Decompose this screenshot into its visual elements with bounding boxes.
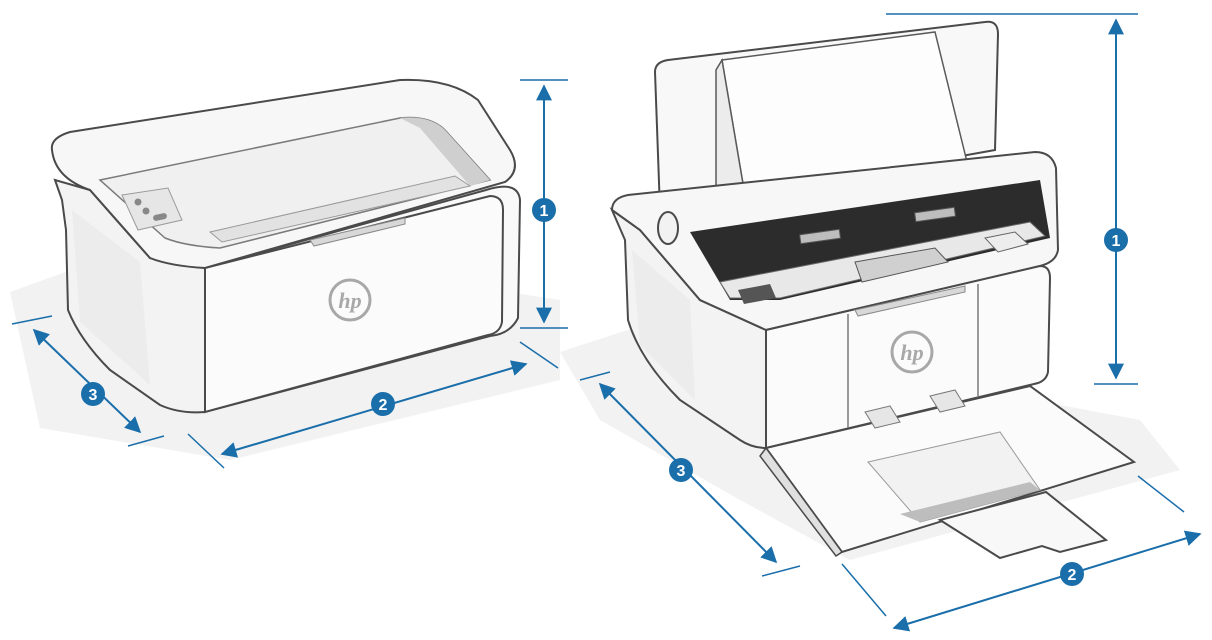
svg-text:hp: hp (900, 340, 923, 365)
printer-side-panel (632, 250, 695, 400)
output-tray-slot (208, 175, 472, 243)
svg-text:3: 3 (677, 463, 686, 480)
cover-hinge (657, 211, 679, 245)
power-button (134, 198, 142, 206)
hp-logo: hp (328, 278, 372, 322)
callout-3-open: 3 (669, 458, 693, 482)
input-tray-paper-shade (900, 482, 1040, 522)
svg-text:3: 3 (89, 387, 98, 404)
callout-2-closed: 2 (371, 392, 395, 416)
cartridge-tab (738, 284, 776, 304)
dimension-depth-closed (11, 315, 165, 447)
callout-2-open: 2 (1060, 562, 1084, 586)
callout-3-closed: 3 (81, 382, 105, 406)
svg-text:1: 1 (540, 203, 549, 220)
paper-guide-left (864, 405, 901, 429)
handle-slot (309, 217, 406, 247)
dimension-width-open (841, 475, 1202, 632)
closed-printer: hp 1 2 3 (10, 78, 568, 469)
callout-1-closed: 1 (532, 198, 556, 222)
output-tray-shade (400, 117, 490, 186)
roller-left (799, 228, 842, 245)
dimension-height-open (886, 13, 1138, 385)
roller-right (914, 206, 957, 223)
wireless-button (153, 213, 167, 221)
svg-text:1: 1 (1112, 233, 1121, 250)
paper-guide-tab (984, 231, 1030, 253)
cartridge-carriage (854, 247, 949, 283)
svg-text:hp: hp (338, 288, 361, 313)
hp-logo: hp (890, 330, 934, 374)
callout-1-open: 1 (1104, 228, 1128, 252)
printer-front (765, 264, 1052, 450)
paper-guide-right (929, 389, 966, 413)
open-printer: hp 1 2 (560, 13, 1202, 632)
control-panel (121, 187, 183, 231)
handle-slot (854, 285, 966, 317)
printer-front (149, 194, 505, 414)
svg-text:2: 2 (1068, 567, 1077, 584)
svg-text:2: 2 (379, 397, 388, 414)
status-light (142, 207, 150, 215)
